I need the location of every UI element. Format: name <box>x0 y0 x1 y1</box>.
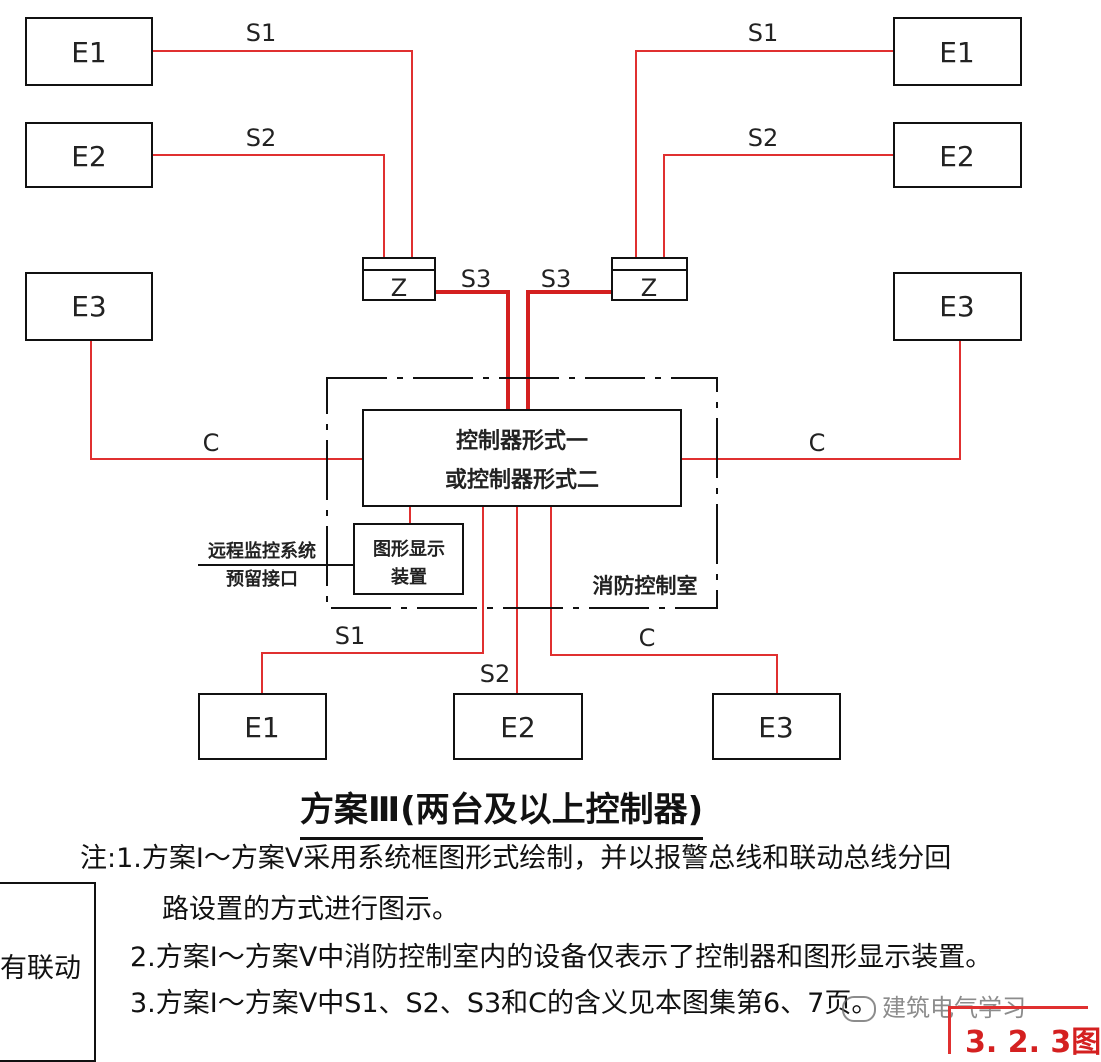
bus-s2-top-right <box>663 154 893 258</box>
bus-s2-top-left <box>153 154 385 258</box>
bus-s3-right <box>526 290 612 410</box>
label-z-left: Z <box>391 274 407 302</box>
fire-control-room-boundary <box>326 377 718 609</box>
bus-label-s1-bottom: S1 <box>335 622 366 650</box>
wechat-icon <box>842 996 876 1022</box>
bus-s1-top-left <box>153 50 413 258</box>
adjacent-figure-text: 有联动 <box>0 953 81 984</box>
bus-label-s1-top-left: S1 <box>246 19 277 47</box>
bus-label-s2-bottom: S2 <box>480 660 511 688</box>
controller-label-line2: 或控制器形式二 <box>445 467 599 493</box>
label-e3-right: E3 <box>939 290 975 323</box>
display-label-line1: 图形显示 <box>373 539 445 560</box>
bus-s3-left <box>436 290 510 410</box>
device-e3-bottom <box>712 693 841 760</box>
remote-label-line1: 远程监控系统 <box>208 540 316 562</box>
chinese-labels: 控制器形式一 或控制器形式二 图形显示 装置 远程监控系统 预留接口 消防控制室 <box>208 428 698 598</box>
label-e3-left: E3 <box>71 290 107 323</box>
device-e2-top-left <box>25 122 153 188</box>
bus-c-right <box>681 340 961 460</box>
bus-label-c-right: C <box>809 429 826 457</box>
device-e2-bottom <box>453 693 583 760</box>
note-line-2: 路设置的方式进行图示。 <box>162 894 459 925</box>
label-e1-top-right: E1 <box>939 36 975 69</box>
device-e2-top-right <box>893 122 1022 188</box>
device-e3-left <box>25 272 153 341</box>
bus-label-s3-left: S3 <box>461 265 492 293</box>
figure-number-badge: 3. 2. 3图 <box>948 1006 1101 1060</box>
bus-label-c-bottom: C <box>639 624 656 652</box>
label-e2-bottom: E2 <box>500 711 536 744</box>
display-label-line2: 装置 <box>391 566 427 588</box>
note-line-4: 3.方案Ⅰ～方案Ⅴ中S1、S2、S3和C的含义见本图集第6、7页。 <box>130 988 879 1019</box>
bus-labels: S1 S2 S1 S2 S3 S3 C C S1 S2 C <box>203 19 826 688</box>
bus-c-left <box>90 340 363 460</box>
device-labels: E1 E2 E3 E1 E2 E3 E1 E2 E3 Z Z <box>71 36 975 744</box>
module-z-left <box>362 257 436 301</box>
label-e2-top-left: E2 <box>71 140 107 173</box>
controller-box <box>362 409 682 507</box>
bus-label-s1-top-right: S1 <box>748 19 779 47</box>
note-line-3: 2.方案Ⅰ～方案Ⅴ中消防控制室内的设备仅表示了控制器和图形显示装置。 <box>130 942 993 973</box>
device-e3-right <box>893 272 1022 341</box>
label-e3-bottom: E3 <box>758 711 794 744</box>
bus-label-s2-top-right: S2 <box>748 124 779 152</box>
label-z-right: Z <box>641 274 657 302</box>
bus-label-s2-top-left: S2 <box>246 124 277 152</box>
bus-label-s3-right: S3 <box>541 265 572 293</box>
controller-label-line1: 控制器形式一 <box>456 428 588 454</box>
scheme-title: 方案Ⅲ(两台及以上控制器) <box>300 782 704 840</box>
label-e2-top-right: E2 <box>939 140 975 173</box>
remote-label-line2: 预留接口 <box>226 568 298 590</box>
adjacent-figure-box <box>0 882 96 1062</box>
bus-s1-top-right <box>635 50 893 258</box>
note-line-1: 注:1.方案Ⅰ～方案Ⅴ采用系统框图形式绘制，并以报警总线和联动总线分回 <box>80 843 952 874</box>
device-boxes <box>25 17 1022 760</box>
bus-s1-bottom <box>261 506 484 693</box>
fire-control-room-label: 消防控制室 <box>593 574 698 598</box>
graphic-display-box <box>353 523 464 595</box>
module-z-right <box>611 257 688 301</box>
fire-alarm-system-diagram: E1 E2 E3 E1 E2 E3 E1 E2 E3 Z Z S1 S2 S1 … <box>25 17 1022 760</box>
device-e1-bottom <box>198 693 327 760</box>
bus-lines <box>90 50 961 693</box>
device-e1-top-left <box>25 17 153 86</box>
bus-s3-lines <box>436 290 612 410</box>
bus-label-c-left: C <box>203 429 220 457</box>
device-e1-top-right <box>893 17 1022 86</box>
label-e1-top-left: E1 <box>71 36 107 69</box>
label-e1-bottom: E1 <box>244 711 280 744</box>
bus-c-bottom <box>550 506 778 693</box>
